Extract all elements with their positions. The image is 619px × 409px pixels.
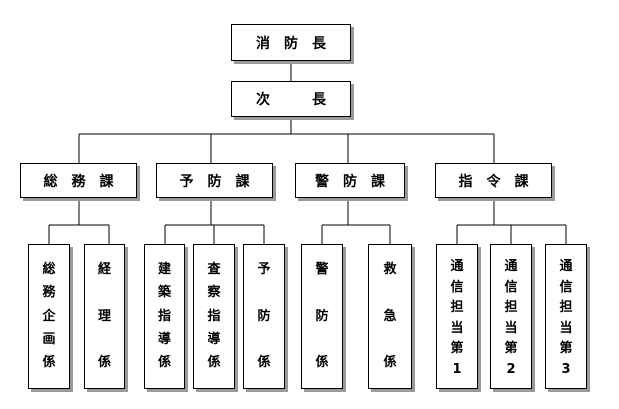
division-label: 警 防 課 bbox=[315, 173, 385, 190]
section-box-keiri: 経理係 bbox=[84, 244, 125, 389]
division-box-yobo: 予 防 課 bbox=[156, 163, 273, 198]
section-label: 救急係 bbox=[383, 262, 397, 370]
chief-label: 消 防 長 bbox=[256, 35, 326, 52]
section-box-keibo: 警防係 bbox=[301, 244, 343, 389]
section-label: 建築指導係 bbox=[157, 262, 171, 370]
deputy-label: 次 長 bbox=[256, 92, 326, 108]
section-label: 予防係 bbox=[257, 262, 271, 370]
division-box-somu: 総 務 課 bbox=[20, 163, 137, 198]
division-box-keibo: 警 防 課 bbox=[295, 163, 405, 198]
section-box-somu-kikaku: 総務企画係 bbox=[28, 244, 70, 389]
section-label: 警防係 bbox=[315, 262, 329, 370]
section-box-kenchiku-shido: 建築指導係 bbox=[144, 244, 185, 389]
section-box-kyukyu: 救急係 bbox=[368, 244, 412, 389]
section-label: 査察指導係 bbox=[207, 262, 221, 370]
chief-box: 消 防 長 bbox=[231, 24, 351, 61]
division-label: 予 防 課 bbox=[179, 173, 250, 190]
section-box-sasatsu-shido: 査察指導係 bbox=[193, 244, 235, 389]
division-label: 総 務 課 bbox=[43, 173, 114, 190]
section-label: 総務企画係 bbox=[42, 262, 56, 370]
division-label: 指 令 課 bbox=[458, 173, 529, 190]
section-box-yobo: 予防係 bbox=[243, 244, 285, 389]
deputy-box: 次 長 bbox=[231, 81, 351, 117]
section-label: 経理係 bbox=[97, 262, 111, 370]
division-box-shirei: 指 令 課 bbox=[435, 163, 552, 198]
